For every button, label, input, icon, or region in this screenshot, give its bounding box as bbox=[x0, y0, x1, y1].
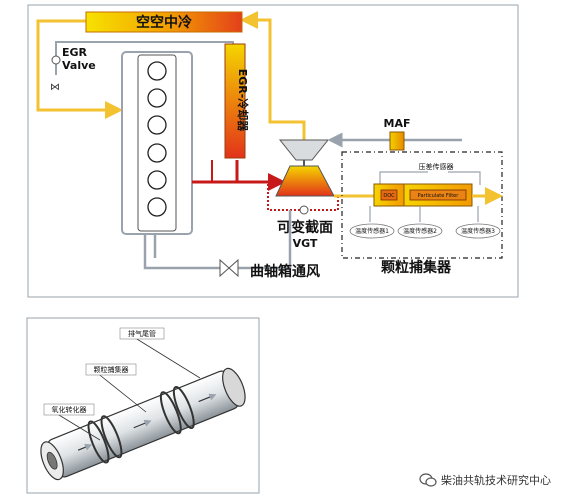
crankcase-valve-icon bbox=[219, 258, 239, 278]
vgt-label-cn: 可变截面 bbox=[277, 219, 333, 236]
top-diagram: 空空中冷 EGR Valve ⋈ EGR-冷却器 可变截面 bbox=[27, 4, 519, 298]
clamp-1 bbox=[87, 420, 110, 464]
flow-arrow-1 bbox=[77, 443, 93, 451]
egr-cooler-label: EGR-冷却器 bbox=[236, 69, 250, 133]
callout-line-dpf bbox=[95, 371, 147, 413]
cylinder-5 bbox=[147, 170, 167, 190]
flow-arrow-3 bbox=[198, 393, 217, 403]
callout-line-doc bbox=[53, 411, 101, 441]
crankcase-line bbox=[143, 210, 292, 270]
wechat-icon bbox=[419, 473, 437, 487]
flow-arrow-2 bbox=[133, 419, 152, 429]
dpf-inner bbox=[409, 189, 467, 201]
callout-box-tail bbox=[119, 327, 165, 340]
intercooler-label: 空空中冷 bbox=[136, 14, 192, 31]
compressor-icon bbox=[278, 139, 330, 161]
bottom-diagram: 排气尾管 颗粒捕集器 氧化转化器 bbox=[26, 317, 260, 494]
egr-cooler-box bbox=[224, 43, 246, 159]
cylinders bbox=[147, 61, 167, 217]
doc-inner bbox=[380, 189, 398, 201]
egr-valve-label-1: EGR bbox=[62, 46, 88, 59]
maf-label: MAF bbox=[384, 117, 411, 130]
egr-valve-symbol-icon: ⋈ bbox=[50, 82, 60, 93]
vgt-actuator-icon bbox=[299, 205, 309, 215]
dpf-system-box bbox=[341, 151, 503, 259]
muffler-end-left-inner bbox=[46, 451, 58, 470]
temp-sensor-3-label: 温度传感器3 bbox=[461, 227, 495, 235]
crankcase-label: 曲轴箱通风 bbox=[250, 263, 320, 280]
callout-dpf-label: 颗粒捕集器 bbox=[94, 365, 129, 374]
temp-sensor-lines bbox=[369, 206, 479, 222]
temp-sensor-1 bbox=[349, 223, 395, 239]
top-diagram-frame bbox=[27, 4, 519, 298]
intake-pipe-return bbox=[36, 19, 123, 119]
temp-sensor-1-label: 温度传感器1 bbox=[355, 227, 389, 235]
dpf-system-label: 颗粒捕集器 bbox=[381, 259, 452, 276]
clamp-2 bbox=[100, 415, 123, 459]
muffler-assembly bbox=[40, 367, 246, 481]
muffler-end-right bbox=[222, 367, 246, 407]
doc-label: DOC bbox=[383, 193, 395, 199]
cylinder-6 bbox=[147, 197, 167, 217]
temp-sensor-2-label: 温度传感器2 bbox=[403, 227, 437, 235]
egr-valve-icon bbox=[51, 55, 61, 65]
clamp-4 bbox=[172, 385, 195, 430]
callout-box-dpf bbox=[85, 363, 137, 376]
clamp-3 bbox=[159, 391, 182, 435]
intake-pipe bbox=[240, 11, 306, 146]
egr-valve-label-2: Valve bbox=[62, 59, 96, 72]
cylinder-3 bbox=[147, 115, 167, 135]
intercooler-box bbox=[85, 11, 243, 33]
watermark-text: 柴油共轨技术研究中心 bbox=[441, 474, 551, 487]
callout-box-doc bbox=[43, 403, 95, 416]
callout-doc-label: 氧化转化器 bbox=[52, 405, 87, 414]
maf-sensor bbox=[389, 131, 405, 151]
cylinder-1 bbox=[147, 61, 167, 81]
temp-sensor-2 bbox=[397, 223, 443, 239]
callout-tail-label: 排气尾管 bbox=[128, 329, 156, 338]
temp-sensor-3 bbox=[455, 223, 501, 239]
callout-line-tail bbox=[131, 335, 201, 379]
dpf-label: Particulate Filter bbox=[418, 193, 460, 199]
watermark: 柴油共轨技术研究中心 bbox=[419, 472, 551, 488]
dp-sensor-lines bbox=[379, 171, 481, 185]
cylinder-4 bbox=[147, 143, 167, 163]
cylinder-2 bbox=[147, 88, 167, 108]
vgt-label-en: VGT bbox=[293, 237, 318, 250]
dp-sensor-label: 压差传感器 bbox=[419, 162, 454, 171]
